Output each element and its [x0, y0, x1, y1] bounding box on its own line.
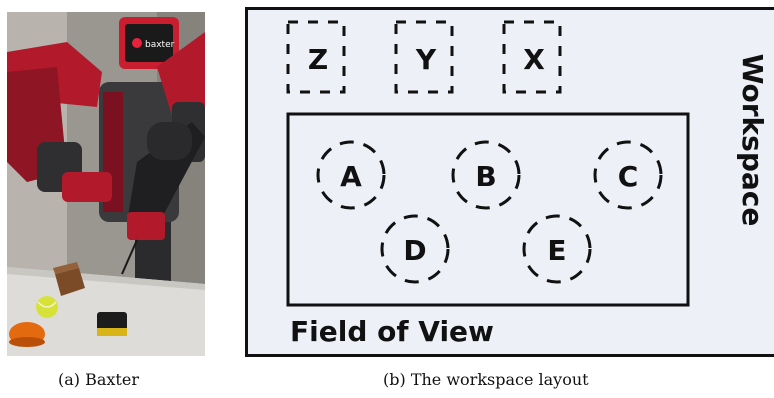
object-a-label: A — [340, 160, 362, 193]
caption-b: (b) The workspace layout — [383, 370, 589, 389]
object-b: B — [451, 140, 521, 210]
baxter-photo: baxter — [7, 12, 205, 356]
object-c-label: C — [618, 160, 639, 193]
caption-a: (a) Baxter — [58, 370, 139, 389]
slot-y: Y — [394, 20, 454, 94]
object-d: D — [380, 214, 450, 284]
workspace-label: Workspace — [736, 54, 769, 227]
workspace-diagram: Workspace Z Y X A B C — [245, 7, 774, 357]
slot-z: Z — [286, 20, 346, 94]
slot-x: X — [502, 20, 562, 94]
slot-y-label: Y — [415, 43, 437, 76]
object-e: E — [522, 214, 592, 284]
object-d-label: D — [403, 234, 426, 267]
slot-x-label: X — [523, 43, 545, 76]
object-a: A — [316, 140, 386, 210]
robot-screen-text: baxter — [145, 40, 175, 50]
workspace-boundary — [245, 7, 774, 357]
object-e-label: E — [547, 234, 566, 267]
field-of-view-label: Field of View — [290, 315, 494, 348]
object-c: C — [593, 140, 663, 210]
field-of-view-boundary — [286, 112, 690, 307]
slot-z-label: Z — [308, 43, 328, 76]
object-b-label: B — [475, 160, 496, 193]
